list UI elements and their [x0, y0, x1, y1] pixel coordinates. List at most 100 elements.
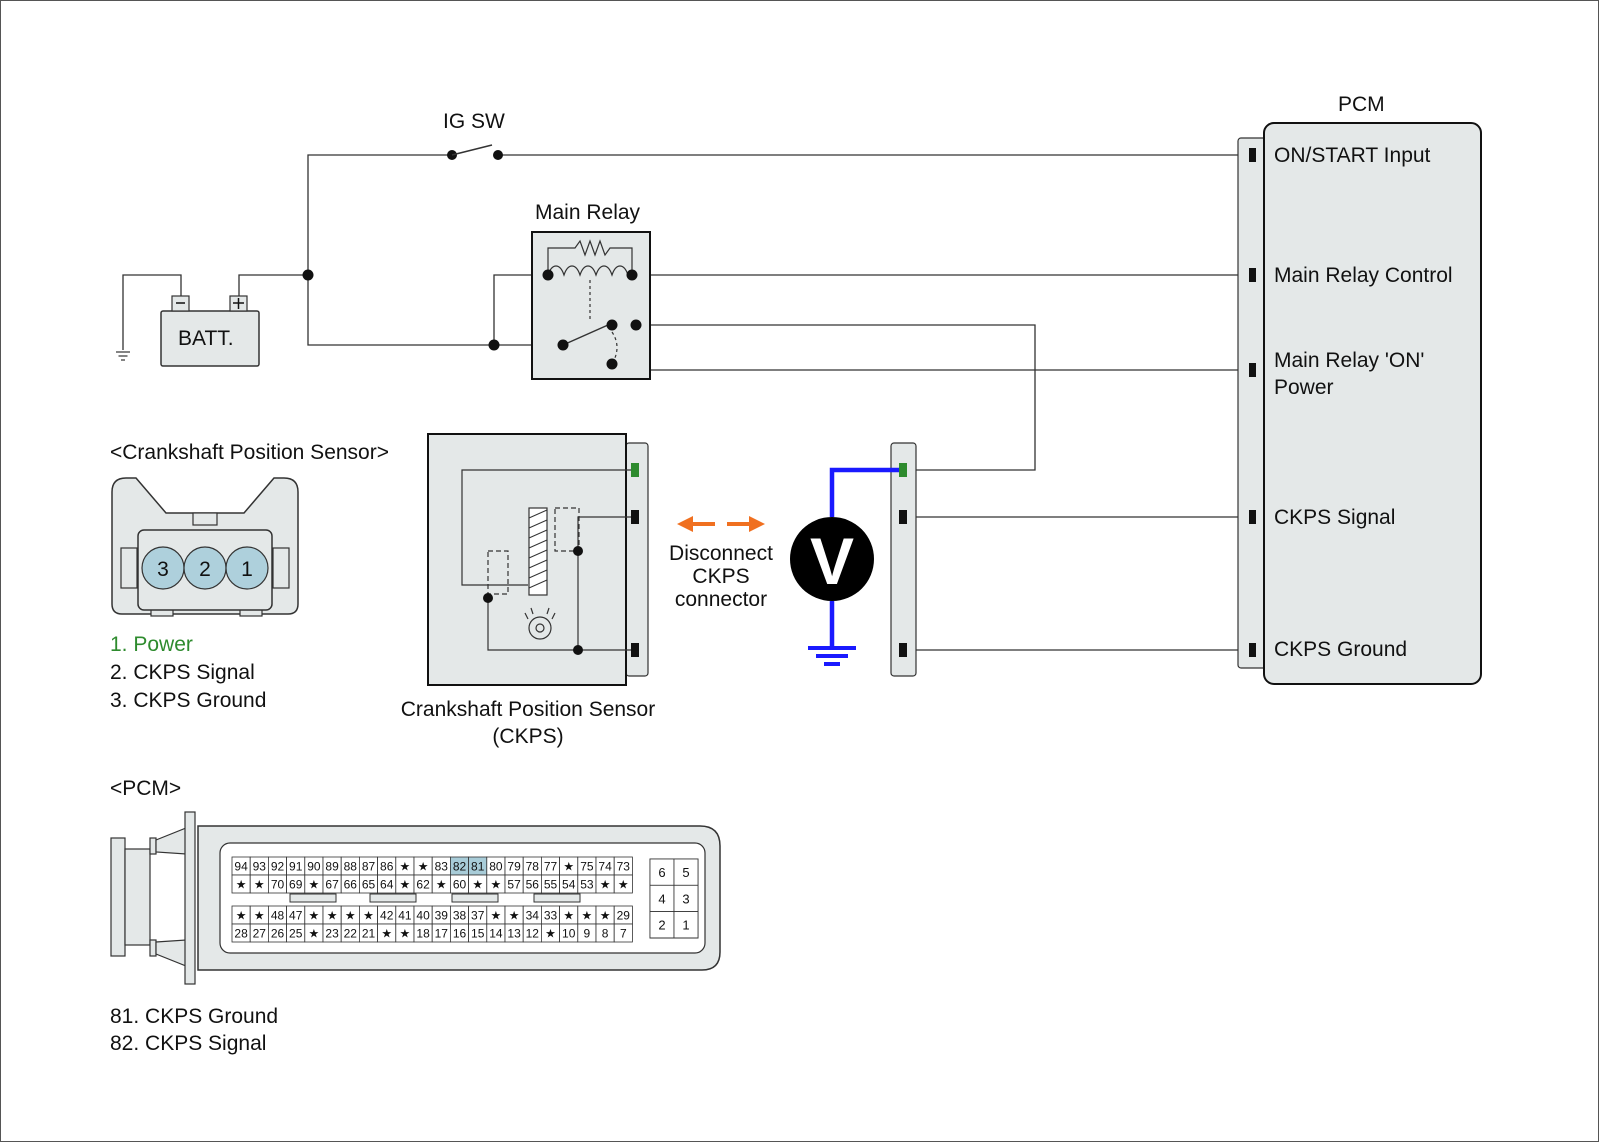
pcm-small-pin-label: 6 [658, 865, 665, 880]
ckps-pin-1: 1 [241, 558, 253, 581]
pcm-terminal-on-start: ON/START Input [1274, 144, 1431, 167]
pcm-pin-label: ★ [545, 927, 556, 941]
pcm-small-pin-cell [673, 911, 699, 939]
pcm-pin-label: 22 [344, 927, 358, 941]
pcm-pin-label: 29 [617, 909, 631, 923]
pcm-pin-label: ★ [600, 909, 611, 923]
pcm-pin-label: ★ [363, 909, 374, 923]
pcm-pin-label: 40 [416, 909, 430, 923]
pcm-pin-label: ★ [254, 878, 265, 892]
pcm-pin-label: ★ [582, 909, 593, 923]
wire-ig-sw [307, 154, 452, 275]
junction-dots [302, 150, 503, 351]
pcm-pin-label: ★ [254, 909, 265, 923]
pcm-pin-label: ★ [491, 878, 502, 892]
wire-main-relay-power [635, 325, 1256, 371]
pcm-pin-label: 8 [602, 927, 609, 941]
main-relay: Main Relay [531, 201, 651, 380]
pcm-pin-cell [613, 874, 633, 894]
pcm-pin-label: ★ [563, 860, 574, 874]
pcm-terminal-main-relay-power: Main Relay 'ON' [1274, 349, 1424, 372]
pcm-pin-label: 77 [544, 860, 558, 874]
pcm-pin-label: 48 [271, 909, 285, 923]
pcm-pin-label: 83 [435, 860, 449, 874]
pcm-pin-label: 23 [325, 927, 339, 941]
pcm-pin-label: 65 [362, 878, 376, 892]
pcm-pin-label: ★ [236, 878, 247, 892]
ckps-legend-ground: 3. CKPS Ground [110, 689, 266, 712]
pcm-pin-label: 15 [471, 927, 485, 941]
pcm-pin-label: 17 [435, 927, 449, 941]
pcm-pin-label: 42 [380, 909, 394, 923]
pcm-pin-label: 79 [507, 860, 521, 874]
pcm-pin-label: 74 [598, 860, 612, 874]
pcm-small-pin-label: 3 [682, 891, 689, 906]
pcm-pin-label: 81 [471, 860, 485, 874]
pcm-pin-label: ★ [491, 909, 502, 923]
pcm-pin-label: 55 [544, 878, 558, 892]
ckps-pin-3: 3 [157, 558, 169, 581]
pcm-legend-82: 82. CKPS Signal [110, 1032, 266, 1055]
pcm-pin-label: ★ [381, 927, 392, 941]
pcm-pin-label: 7 [620, 927, 627, 941]
pcm-pin-label: 34 [526, 909, 540, 923]
battery: BATT. [160, 295, 260, 367]
pcm-pin-label: 54 [562, 878, 576, 892]
pcm-pin-label: 13 [507, 927, 521, 941]
pcm-pin-label: 39 [435, 909, 449, 923]
pcm-pin-label: ★ [309, 927, 320, 941]
pcm-pin-label: ★ [418, 860, 429, 874]
battery-ground-icon [116, 351, 130, 361]
pcm-terminal-main-relay-power-2: Power [1274, 376, 1334, 399]
pcm-pin-label: 38 [453, 909, 467, 923]
pcm-small-pin-cell [649, 884, 675, 912]
disconnect-label-3: connector [675, 588, 767, 611]
pcm-terminal-ckps-signal: CKPS Signal [1274, 506, 1395, 529]
pcm-small-pin-cell [673, 884, 699, 912]
voltmeter: V [790, 467, 899, 666]
pcm-pin-label: ★ [436, 878, 447, 892]
pcm-pin-label: 73 [617, 860, 631, 874]
disconnect-label-1: Disconnect [669, 542, 773, 565]
pcm-pin-label: 88 [344, 860, 358, 874]
pcm-pin-label: 27 [253, 927, 267, 941]
pcm-pin-label: 41 [398, 909, 412, 923]
pcm-pin-label: 14 [489, 927, 503, 941]
pcm-small-pin-label: 1 [682, 918, 689, 933]
ckps-legend-signal: 2. CKPS Signal [110, 661, 255, 684]
pcm-pin-label: ★ [472, 878, 483, 892]
pcm-pin-label: 90 [307, 860, 321, 874]
pcm-pin-label: 28 [234, 927, 248, 941]
pcm-pin-label: 10 [562, 927, 576, 941]
pcm-pin-label: 37 [471, 909, 485, 923]
wire-ckps-power [636, 324, 1036, 471]
disconnect-arrows [677, 516, 765, 532]
pcm-pin-label: 57 [507, 878, 521, 892]
pcm-small-pin-cell [673, 858, 699, 886]
pcm-pin-label: 89 [325, 860, 339, 874]
pcm-pin-label: 26 [271, 927, 285, 941]
pcm-pin-label: 67 [325, 878, 339, 892]
pcm-pin-label: ★ [563, 909, 574, 923]
pcm-terminal-ckps-ground: CKPS Ground [1274, 638, 1407, 661]
pcm-pin-label: 80 [489, 860, 503, 874]
pcm-small-pin-label: 5 [682, 865, 689, 880]
pcm-pin-label: 33 [544, 909, 558, 923]
pcm-pin-label: 60 [453, 878, 467, 892]
pcm-pin-label: 91 [289, 860, 303, 874]
pcm-pin-label: 93 [253, 860, 267, 874]
pcm-pin-label: ★ [309, 909, 320, 923]
ig-switch-blade [451, 144, 493, 156]
pcm-label: PCM [1338, 93, 1385, 116]
ckps-caption-1: Crankshaft Position Sensor [401, 698, 655, 721]
battery-label: BATT. [178, 327, 234, 350]
wire-batt-minus [122, 274, 182, 350]
ckps-connector-title: <Crankshaft Position Sensor> [110, 441, 389, 464]
pcm-pin-cell [613, 923, 633, 943]
pcm-pin-label: 78 [526, 860, 540, 874]
